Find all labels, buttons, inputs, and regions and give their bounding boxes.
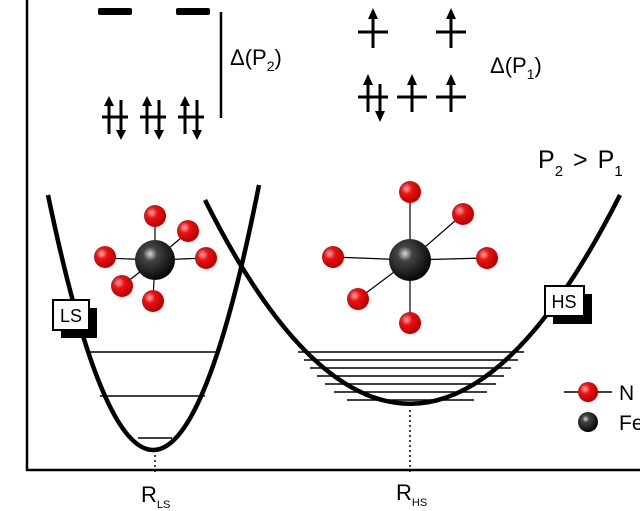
r-hs-label: RHS xyxy=(396,480,427,509)
ls-molecule xyxy=(94,205,217,312)
ls-eg-orbital-1 xyxy=(98,8,132,15)
nitrogen-atom xyxy=(94,246,116,268)
delta-p2-label: Δ(P2) xyxy=(230,45,282,74)
plot-frame xyxy=(25,0,640,472)
hs-vibrational-levels xyxy=(298,351,524,401)
ls-orbital-diagram xyxy=(98,8,223,140)
hs-state-label: HS xyxy=(544,285,592,324)
delta-p1-label: Δ(P1) xyxy=(490,53,542,82)
iron-atom xyxy=(135,240,175,280)
nitrogen-atom xyxy=(177,220,199,242)
r-ls-label: RLS xyxy=(141,482,170,511)
nitrogen-atom xyxy=(399,181,421,203)
hs-orbital-diagram xyxy=(358,8,466,122)
ls-t2g-orbitals xyxy=(102,96,204,140)
nitrogen-atom xyxy=(347,288,369,310)
nitrogen-atom xyxy=(452,203,474,225)
nitrogen-atom xyxy=(142,290,164,312)
iron-atom xyxy=(389,239,431,281)
pressure-relation-label: P2>P1 xyxy=(538,146,623,180)
legend: N Fe xyxy=(564,382,640,435)
legend-n-label: N xyxy=(619,382,634,405)
ls-vibrational-levels xyxy=(88,351,218,439)
legend-iron-icon xyxy=(578,412,598,432)
legend-fe-label: Fe xyxy=(619,412,640,435)
legend-nitrogen-icon xyxy=(578,382,598,402)
ls-state-label: LS xyxy=(52,299,97,338)
nitrogen-atom xyxy=(144,205,166,227)
nitrogen-atom xyxy=(195,247,217,269)
nitrogen-atom xyxy=(322,246,344,268)
nitrogen-atom xyxy=(111,275,133,297)
nitrogen-atom xyxy=(399,312,421,334)
nitrogen-atom xyxy=(476,247,498,269)
svg-text:HS: HS xyxy=(551,292,576,312)
hs-molecule xyxy=(322,181,498,334)
ls-eg-orbital-2 xyxy=(176,8,210,15)
svg-text:LS: LS xyxy=(60,306,82,326)
